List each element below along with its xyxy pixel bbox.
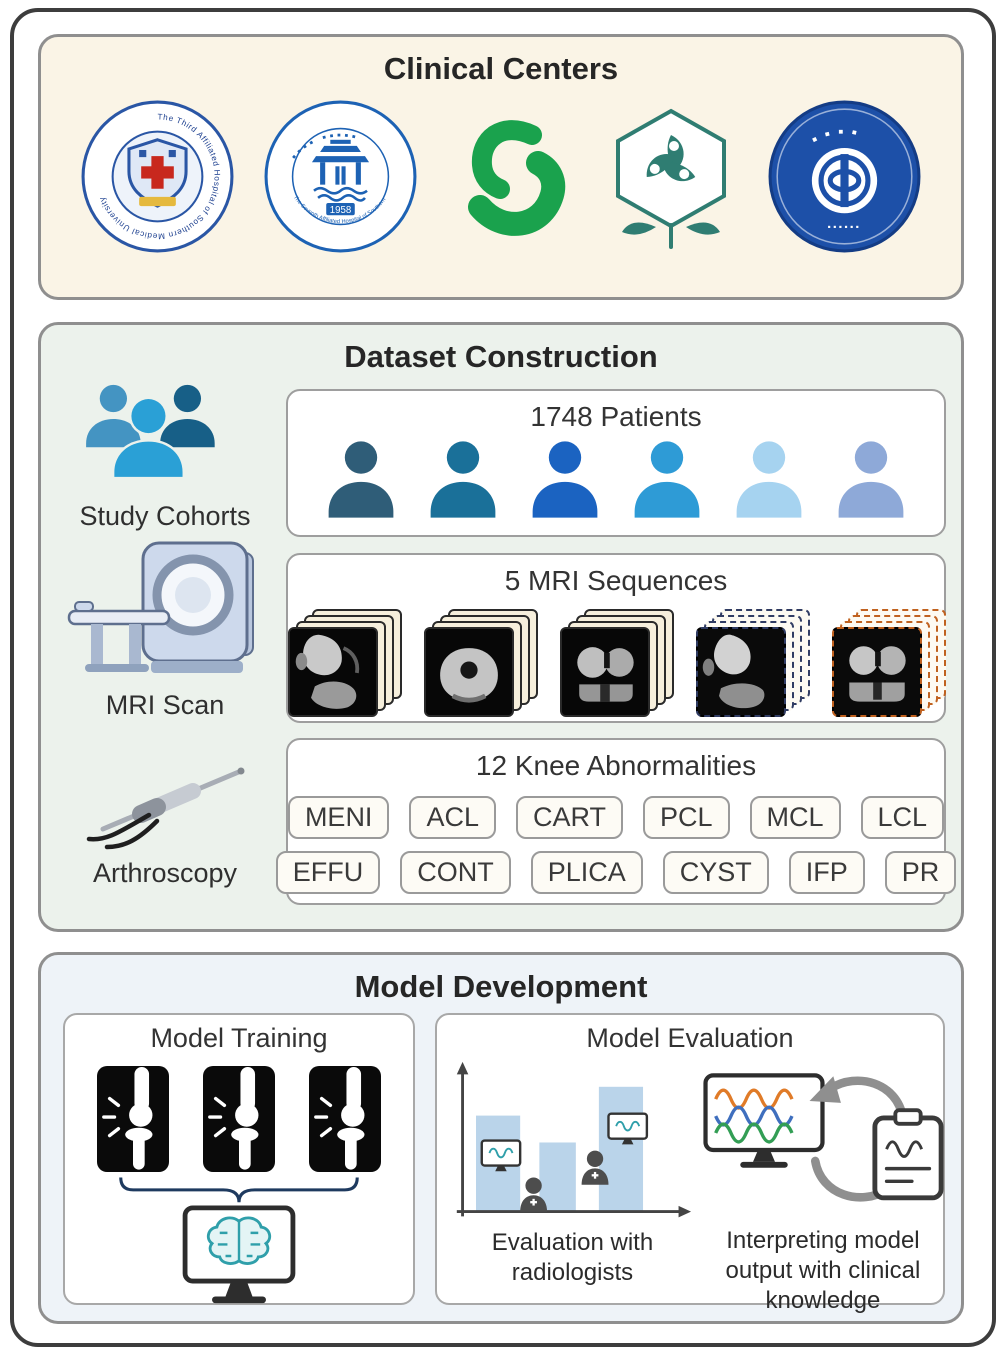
ai-monitor-icon — [182, 1205, 296, 1304]
abnormality-pill: CYST — [662, 851, 769, 894]
model-evaluation-title: Model Evaluation — [586, 1023, 794, 1053]
abnormality-row-1: MENI ACL CART PCL MCL LCL — [287, 796, 945, 839]
evaluation-caption: Evaluation with radiologists — [491, 1229, 654, 1286]
patients-box: 1748 Patients — [286, 389, 946, 537]
patients-title: 1748 Patients — [530, 401, 702, 432]
model-training-title: Model Training — [150, 1023, 328, 1053]
mri-stacks-row — [288, 609, 946, 719]
mri-sequence-stack-2 — [424, 609, 538, 719]
abnormality-pill: ACL — [409, 796, 496, 839]
hospital-logo-seventh-affiliated-smu-icon: ▪▪▪▪ ▪▪▪▪▪ The Seventh Affiliated Hospit… — [263, 99, 417, 253]
logo2-year-text: 1958 — [330, 205, 352, 216]
mri-scan-label: MRI Scan — [105, 690, 225, 720]
study-cohorts-icon — [86, 384, 215, 480]
hospital-logo-third-affiliated-smu-icon: The Third Affiliated Hospital of Souther… — [81, 100, 234, 253]
mri-scan-group: MRI Scan — [49, 537, 281, 721]
abnormality-pill: MENI — [287, 796, 390, 839]
hospital-logo-row: The Third Affiliated Hospital of Souther… — [41, 99, 961, 254]
mini-monitor-icon — [481, 1139, 522, 1172]
mri-image-sagittal — [288, 627, 378, 717]
mri-sequence-stack-3 — [560, 609, 674, 719]
model-output-monitor-icon — [703, 1073, 825, 1168]
abnormality-pill: PCL — [642, 796, 730, 839]
mri-scanner-icon — [67, 541, 254, 673]
evaluation-bar-chart — [457, 1061, 692, 1218]
model-evaluation-box: Model Evaluation — [435, 1013, 945, 1314]
clinical-centers-panel: Clinical Centers The Third Affiliated Ho… — [38, 34, 964, 300]
study-cohorts-group: Study Cohorts — [55, 381, 275, 532]
mri-sequence-stack-4 — [696, 609, 810, 719]
dataset-construction-title: Dataset Construction — [344, 339, 658, 374]
abnormalities-box: 12 Knee Abnormalities MENI ACL CART PCL … — [275, 738, 957, 905]
evaluation-chart-group: Evaluation with radiologists — [445, 1058, 700, 1296]
interpretation-group: Interpreting model output with clinical … — [700, 1058, 944, 1314]
abnormality-pill: CART — [515, 796, 623, 839]
arthroscope-icon — [86, 767, 244, 850]
arthroscopy-label: Arthroscopy — [92, 858, 238, 888]
abnormality-row-2: EFFU CONT PLICA CYST IFP PR — [275, 851, 957, 894]
patient-icon — [324, 439, 398, 520]
mri-sequence-stack-5 — [832, 609, 946, 719]
radiologist-icon — [582, 1150, 609, 1185]
patient-icon — [528, 439, 602, 520]
patient-icon — [426, 439, 500, 520]
interpretation-caption: Interpreting model output with clinical … — [725, 1227, 921, 1314]
hospital-logo-fifth-affiliated-sysu-icon: ▪▪▪▪ ▪▪▪▪▪▪ — [768, 100, 921, 253]
abnormality-pill: IFP — [788, 851, 865, 894]
knee-xray-card — [309, 1066, 381, 1172]
clinical-report-clipboard-icon — [872, 1108, 944, 1201]
training-images-row — [65, 1066, 413, 1172]
radiologist-icon — [520, 1177, 548, 1212]
clinical-centers-title: Clinical Centers — [383, 51, 619, 86]
mri-image-coronal — [560, 627, 650, 717]
patient-icon — [732, 439, 806, 520]
abnormality-pill: EFFU — [275, 851, 381, 894]
knee-xray-card — [97, 1066, 169, 1172]
knee-xray-card — [203, 1066, 275, 1172]
mri-image-coronal-2 — [832, 627, 922, 717]
model-development-title: Model Development — [354, 969, 648, 1004]
mri-sequences-title: 5 MRI Sequences — [504, 565, 728, 596]
abnormality-pill: LCL — [860, 796, 945, 839]
model-development-panel: Model Development Model Training — [38, 952, 964, 1324]
logo5-bottom-cjk-placeholder: ▪▪▪▪▪▪ — [828, 222, 862, 232]
abnormality-pill: PLICA — [530, 851, 643, 894]
abnormality-pill: MCL — [749, 796, 841, 839]
hospital-logo-green-emblem-icon — [468, 119, 566, 236]
curly-brace — [119, 1177, 359, 1203]
abnormalities-title: 12 Knee Abnormalities — [475, 750, 757, 781]
mri-image-axial — [424, 627, 514, 717]
patient-icon — [834, 439, 908, 520]
arthroscopy-group: Arthroscopy — [55, 745, 275, 889]
abnormality-pill: PR — [884, 851, 957, 894]
dataset-construction-panel: Dataset Construction Study Cohorts — [38, 322, 964, 932]
mri-sequences-box: 5 MRI Sequences — [286, 553, 946, 723]
patients-row — [288, 433, 944, 520]
mri-image-sagittal-2 — [696, 627, 786, 717]
model-training-box: Model Training — [63, 1013, 415, 1305]
mini-monitor-icon — [607, 1112, 649, 1145]
abnormality-pill: CONT — [400, 851, 511, 894]
patient-icon — [630, 439, 704, 520]
mri-sequence-stack-1 — [288, 609, 402, 719]
hospital-logo-teal-emblem-icon — [616, 108, 726, 249]
study-cohorts-label: Study Cohorts — [79, 501, 251, 531]
